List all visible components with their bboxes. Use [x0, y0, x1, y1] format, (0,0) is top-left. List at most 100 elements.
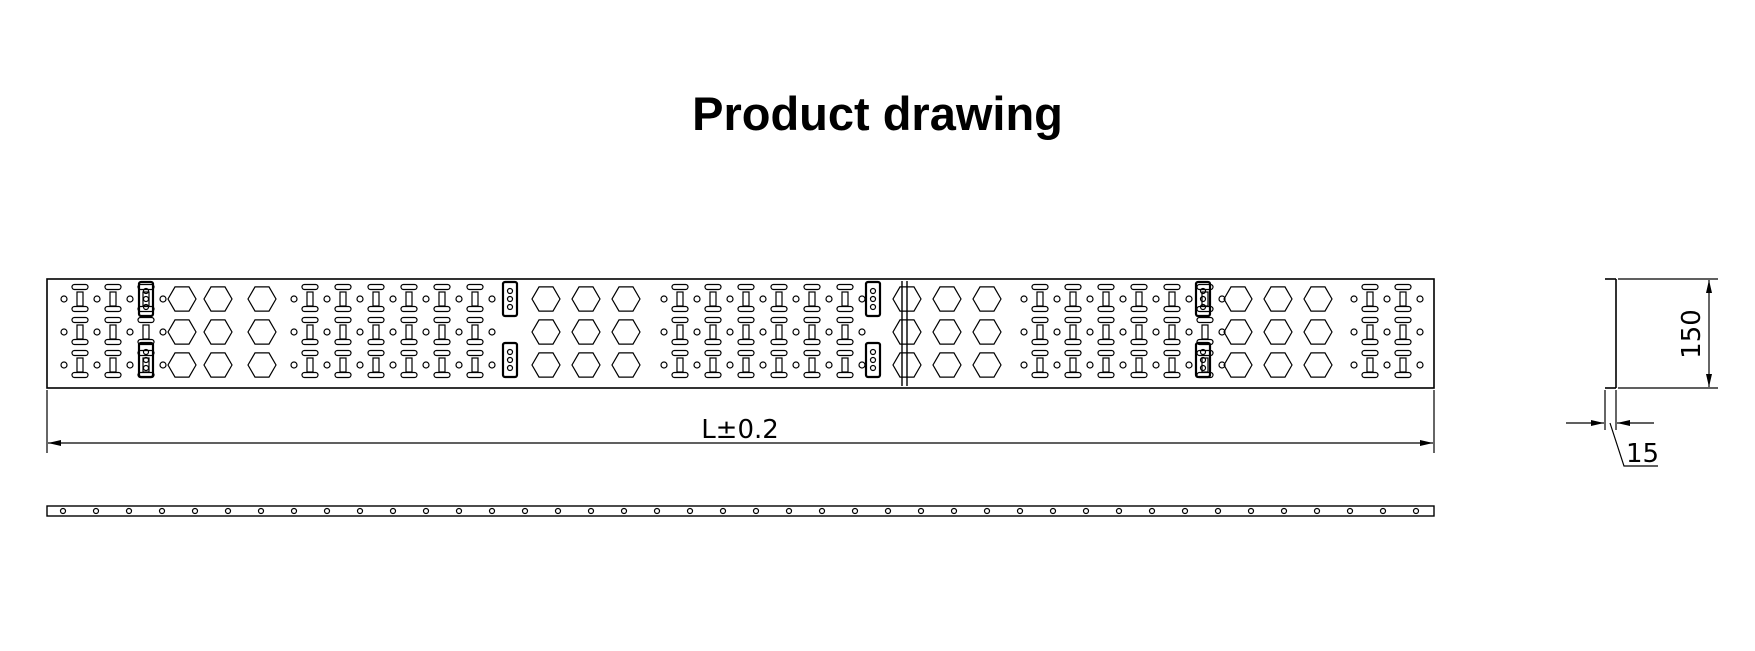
round-hole — [126, 328, 134, 336]
round-hole — [792, 361, 800, 369]
oblong-slot — [367, 305, 385, 313]
oblong-slot — [433, 305, 451, 313]
rect-slot — [1069, 324, 1077, 340]
connector-clip — [137, 341, 155, 379]
connector-pin — [869, 364, 877, 372]
strip-hole — [1214, 507, 1222, 515]
oblong-slot — [803, 371, 821, 379]
rect-slot — [339, 357, 347, 373]
round-hole — [759, 328, 767, 336]
hex-hole — [932, 286, 962, 312]
oblong-slot — [400, 316, 418, 324]
hex-hole — [167, 319, 197, 345]
hex-hole — [247, 286, 277, 312]
strip-hole — [554, 507, 562, 515]
oblong-slot — [1394, 316, 1412, 324]
oblong-slot — [1394, 371, 1412, 379]
oblong-slot — [301, 316, 319, 324]
rect-slot — [1036, 324, 1044, 340]
rect-slot — [1069, 357, 1077, 373]
connector-clip — [501, 341, 519, 379]
oblong-slot — [737, 305, 755, 313]
hex-hole — [203, 319, 233, 345]
round-hole — [93, 328, 101, 336]
round-hole — [93, 295, 101, 303]
round-hole — [290, 361, 298, 369]
oblong-slot — [1130, 338, 1148, 346]
round-hole — [1020, 295, 1028, 303]
strip-hole — [1379, 507, 1387, 515]
round-hole — [323, 328, 331, 336]
round-hole — [389, 295, 397, 303]
oblong-slot — [433, 283, 451, 291]
hex-hole — [1303, 319, 1333, 345]
connector-pin — [142, 348, 150, 356]
round-hole — [126, 361, 134, 369]
round-hole — [1350, 361, 1358, 369]
oblong-slot — [104, 283, 122, 291]
round-hole — [759, 361, 767, 369]
round-hole — [1416, 328, 1424, 336]
rect-slot — [709, 324, 717, 340]
rect-slot — [1399, 324, 1407, 340]
oblong-slot — [1196, 316, 1214, 324]
round-hole — [93, 361, 101, 369]
round-hole — [1152, 295, 1160, 303]
rect-slot — [109, 291, 117, 307]
oblong-slot — [1361, 316, 1379, 324]
hex-hole — [167, 352, 197, 378]
round-hole — [1119, 295, 1127, 303]
round-hole — [792, 328, 800, 336]
front-view-panel — [46, 278, 1435, 389]
rect-slot — [841, 357, 849, 373]
oblong-slot — [1130, 371, 1148, 379]
oblong-slot — [770, 283, 788, 291]
rect-slot — [676, 357, 684, 373]
side-profile-view: 150 15 — [1566, 278, 1718, 469]
rect-slot — [471, 357, 479, 373]
rect-slot — [109, 357, 117, 373]
round-hole — [455, 295, 463, 303]
oblong-slot — [400, 349, 418, 357]
rect-slot — [1366, 291, 1374, 307]
strip-hole — [983, 507, 991, 515]
round-hole — [159, 328, 167, 336]
oblong-slot — [1031, 371, 1049, 379]
connector-pin — [506, 348, 514, 356]
rect-slot — [1036, 357, 1044, 373]
hex-hole — [611, 319, 641, 345]
oblong-slot — [1031, 283, 1049, 291]
oblong-slot — [466, 316, 484, 324]
oblong-slot — [803, 283, 821, 291]
leader-line — [1609, 422, 1658, 467]
oblong-slot — [367, 316, 385, 324]
oblong-slot — [1163, 338, 1181, 346]
oblong-slot — [1394, 338, 1412, 346]
oblong-slot — [301, 371, 319, 379]
connector-pin — [142, 356, 150, 364]
round-hole — [1086, 295, 1094, 303]
oblong-slot — [1163, 349, 1181, 357]
round-hole — [323, 361, 331, 369]
round-hole — [356, 295, 364, 303]
oblong-slot — [737, 349, 755, 357]
oblong-slot — [1097, 371, 1115, 379]
oblong-slot — [770, 305, 788, 313]
oblong-slot — [671, 305, 689, 313]
rect-slot — [405, 324, 413, 340]
oblong-slot — [104, 371, 122, 379]
round-hole — [1185, 361, 1193, 369]
hex-hole — [571, 352, 601, 378]
rect-slot — [1201, 324, 1209, 340]
rect-slot — [339, 324, 347, 340]
oblong-slot — [71, 338, 89, 346]
oblong-slot — [433, 338, 451, 346]
oblong-slot — [466, 349, 484, 357]
rect-slot — [1036, 291, 1044, 307]
oblong-slot — [836, 371, 854, 379]
rect-slot — [808, 291, 816, 307]
oblong-slot — [803, 316, 821, 324]
round-hole — [126, 295, 134, 303]
strip-hole — [620, 507, 628, 515]
connector-clip — [1194, 280, 1212, 318]
